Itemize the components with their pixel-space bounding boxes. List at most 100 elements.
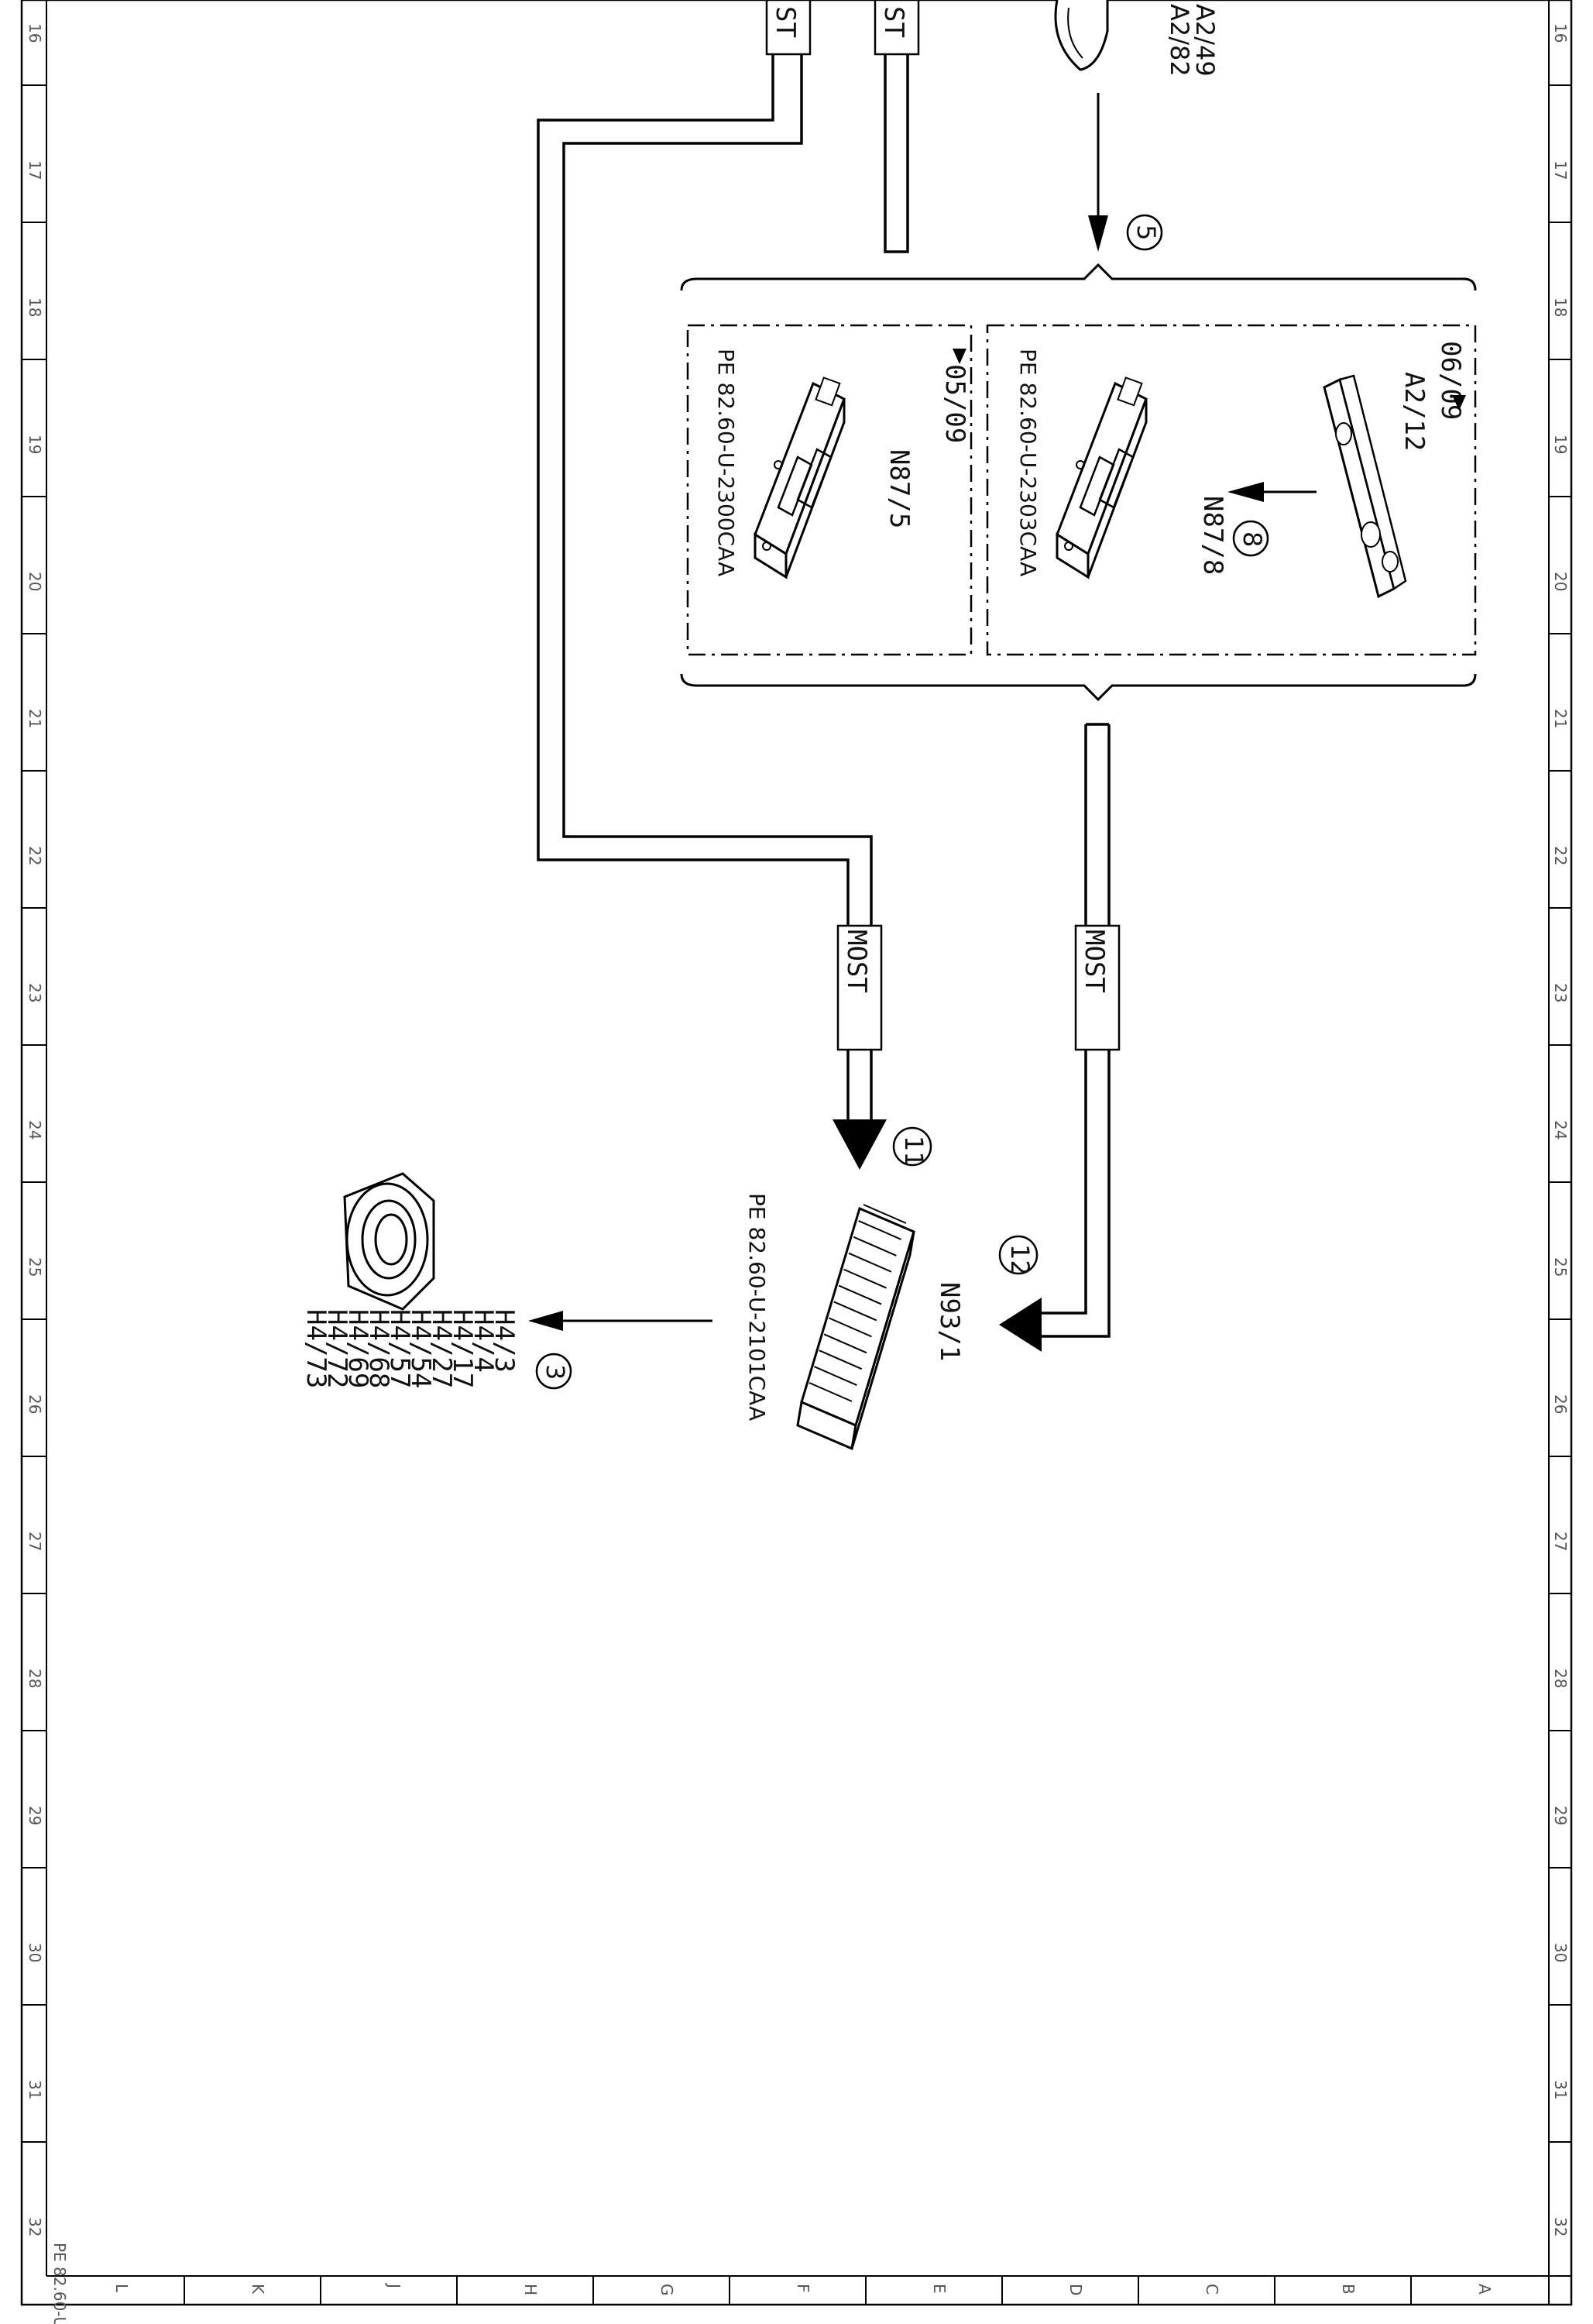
ruler-letter: B bbox=[1339, 2284, 1358, 2295]
ruler-letter: E bbox=[930, 2284, 949, 2294]
ruler-number: 25 bbox=[26, 1257, 44, 1277]
ruler-number: 23 bbox=[1551, 983, 1570, 1002]
callout-12 bbox=[998, 1235, 1039, 1275]
ruler-number: 20 bbox=[26, 572, 44, 591]
control-module-icon bbox=[1056, 376, 1148, 579]
ruler-number: 17 bbox=[26, 160, 44, 180]
ruler-number: 16 bbox=[1551, 23, 1570, 43]
ruler-number: 16 bbox=[26, 23, 44, 43]
heatsink-fin bbox=[848, 1252, 892, 1273]
most-label-top-1: ST bbox=[765, 0, 812, 56]
callout-11 bbox=[892, 1126, 932, 1167]
ruler-letter: H bbox=[521, 2284, 540, 2295]
heatsink-fin bbox=[858, 1219, 902, 1240]
ruler-letter: C bbox=[1203, 2284, 1221, 2295]
ruler-letter: G bbox=[657, 2284, 676, 2296]
heatsink-fin bbox=[819, 1349, 863, 1370]
ruler-number: 26 bbox=[1551, 1394, 1570, 1414]
callout-5 bbox=[1126, 214, 1163, 251]
component-n87-8: N87/8 bbox=[1197, 496, 1228, 575]
ruler-number: 21 bbox=[1551, 709, 1570, 728]
ruler-letter: A bbox=[1475, 2284, 1494, 2295]
antenna-strip-icon bbox=[1323, 374, 1407, 599]
svg-text:ST: ST bbox=[878, 6, 909, 38]
component-n87-5: N87/5 bbox=[884, 449, 915, 528]
heatsink-fin bbox=[809, 1382, 853, 1402]
heatsink-fin bbox=[829, 1317, 872, 1338]
callout-3 bbox=[535, 1353, 572, 1390]
ruler-number: 23 bbox=[26, 983, 44, 1002]
most-label-top-2: ST bbox=[874, 0, 920, 56]
ruler-number: 24 bbox=[26, 1120, 44, 1140]
speaker-ref: H4/3 bbox=[489, 1309, 520, 1373]
ruler-number: 25 bbox=[1551, 1257, 1570, 1277]
svg-text:11: 11 bbox=[899, 1136, 929, 1167]
speaker-ref: H4/68 bbox=[363, 1309, 394, 1388]
speaker-ref: H4/54 bbox=[405, 1309, 436, 1388]
ruler-number: 21 bbox=[26, 709, 44, 728]
ruler-number: 30 bbox=[26, 1943, 44, 1962]
date-06-09: 06/09 bbox=[1435, 341, 1466, 420]
ruler-letter: K bbox=[249, 2284, 267, 2295]
date-05-09: 05/09 bbox=[939, 364, 970, 443]
svg-text:ST: ST bbox=[770, 6, 801, 38]
amplifier-icon bbox=[796, 1204, 915, 1451]
ruler-number: 19 bbox=[1551, 435, 1570, 454]
speaker-ref: H4/27 bbox=[426, 1309, 457, 1388]
svg-text:3: 3 bbox=[541, 1364, 570, 1380]
pe-ref-2300: PE 82.60-U-2300CAA bbox=[713, 349, 739, 576]
speaker-ref: H4/69 bbox=[342, 1309, 373, 1388]
ruler-number: 27 bbox=[26, 1532, 44, 1551]
svg-text:MOST: MOST bbox=[841, 930, 872, 993]
top-component-sensor: A2/49 A2/82 bbox=[1054, 0, 1220, 77]
svg-text:MOST: MOST bbox=[1079, 930, 1110, 993]
ruler-number: 19 bbox=[26, 435, 44, 454]
variant-box-n87-8 bbox=[986, 324, 1477, 656]
heatsink-fin bbox=[853, 1236, 897, 1257]
heatsink-fin bbox=[838, 1284, 882, 1305]
most-label-left: MOST bbox=[836, 924, 883, 1051]
ruler-letter: J bbox=[385, 2282, 403, 2288]
arrow-5: 5 bbox=[1088, 93, 1163, 252]
speaker-ref: H4/73 bbox=[300, 1309, 331, 1388]
ruler-number: 31 bbox=[1551, 2080, 1570, 2099]
ruler-number: 32 bbox=[1551, 2217, 1570, 2236]
ruler-number: 24 bbox=[1551, 1120, 1570, 1140]
speaker-ref: H4/57 bbox=[384, 1309, 415, 1388]
ruler-number: 26 bbox=[26, 1394, 44, 1414]
ruler-number: 17 bbox=[1551, 160, 1570, 180]
document-code: PE 82.60-U-2060-99CAA bbox=[50, 2243, 69, 2324]
top-ref-2: A2/82 bbox=[1165, 4, 1194, 77]
ruler-number: 30 bbox=[1551, 1943, 1570, 1962]
control-module-icon-2 bbox=[754, 376, 846, 579]
ruler-letter: D bbox=[1066, 2284, 1085, 2295]
ruler-number: 22 bbox=[26, 846, 44, 865]
heatsink-fin bbox=[813, 1366, 857, 1387]
ruler-letter: F bbox=[794, 2284, 812, 2293]
heatsink-fin bbox=[863, 1204, 907, 1224]
ruler-number: 29 bbox=[26, 1806, 44, 1825]
most-label-right: MOST bbox=[1074, 924, 1121, 1051]
ruler-number: 28 bbox=[1551, 1669, 1570, 1688]
ruler-number: 27 bbox=[1551, 1532, 1570, 1551]
heatsink-fin bbox=[833, 1301, 877, 1322]
pe-ref-2101: PE 82.60-U-2101CAA bbox=[744, 1193, 770, 1421]
variant-box-n87-5 bbox=[686, 324, 973, 656]
heatsink-fin bbox=[843, 1268, 887, 1289]
speaker-ref: H4/4 bbox=[468, 1309, 499, 1373]
main-unit-n93-1: N93/1 PE 82.60-U-2101CAA bbox=[744, 1193, 965, 1451]
ruler-number: 18 bbox=[26, 297, 44, 317]
ruler-number: 29 bbox=[1551, 1806, 1570, 1825]
most-bus-wires bbox=[537, 0, 1111, 1338]
ruler-letter: L bbox=[112, 2284, 131, 2293]
svg-text:5: 5 bbox=[1131, 225, 1161, 240]
component-a2-12: A2/12 bbox=[1399, 372, 1430, 451]
callout-8 bbox=[1232, 520, 1269, 557]
pe-ref-2303: PE 82.60-U-2303CAA bbox=[1015, 349, 1041, 576]
speaker-ref: H4/17 bbox=[447, 1309, 478, 1388]
component-n93-1: N93/1 bbox=[934, 1282, 965, 1361]
variant-group bbox=[680, 263, 1477, 702]
